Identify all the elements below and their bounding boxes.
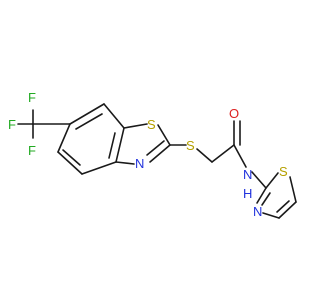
bond-c2-n3-double xyxy=(146,140,165,156)
bond-c7a-s1 xyxy=(123,123,148,129)
bond-ch2-co xyxy=(211,144,235,163)
bond-s1p-c5p xyxy=(289,176,297,203)
bond-n3-c3a xyxy=(115,161,135,165)
atom-oxygen-carbonyl: O xyxy=(229,106,239,121)
bond-c5p-c4p-double xyxy=(276,200,290,213)
bond-c2p-s1p xyxy=(265,172,279,189)
atom-labels: F F F S N S O N H S N xyxy=(8,90,288,219)
bond-benz-4 xyxy=(81,161,117,175)
bond-n-c2prime xyxy=(251,171,267,189)
bond-c5p-c4p xyxy=(278,201,297,219)
bond-benz-5 xyxy=(57,151,83,175)
atom-f1: F xyxy=(8,117,16,132)
atom-f3: F xyxy=(28,143,36,158)
bond-s1-c2 xyxy=(157,124,171,146)
bond-n3p-c2p-double xyxy=(261,192,271,206)
bond-benz-3 xyxy=(115,127,125,163)
bond-s-ch2 xyxy=(196,148,213,163)
bond-n3p-c2p xyxy=(256,187,267,204)
bond-benz-6 xyxy=(57,123,71,153)
bond-benz-2 xyxy=(103,103,125,129)
bonds xyxy=(17,103,297,219)
atom-sulfur-linker: S xyxy=(186,138,195,153)
bond-benz-inner-3 xyxy=(62,149,81,166)
atom-hydrogen-amide: H xyxy=(243,186,252,201)
atom-nitrogen-benzothiazole: N xyxy=(135,156,144,171)
atom-sulfur-thiazole: S xyxy=(279,164,288,179)
atom-sulfur-benzothiazole: S xyxy=(147,117,156,132)
bond-co-n xyxy=(233,144,247,168)
atom-nitrogen-thiazole: N xyxy=(253,204,262,219)
bond-benz-inner-1 xyxy=(75,113,103,130)
atom-nitrogen-amide: N xyxy=(243,167,252,182)
bond-benz-inner-2 xyxy=(108,132,116,159)
bond-c2-n3 xyxy=(149,144,171,163)
bond-benz-1 xyxy=(69,103,105,125)
molecule-structure: F F F S N S O N H S N xyxy=(8,90,297,219)
atom-f2: F xyxy=(28,90,36,105)
bond-c4p-n3p xyxy=(262,212,280,219)
